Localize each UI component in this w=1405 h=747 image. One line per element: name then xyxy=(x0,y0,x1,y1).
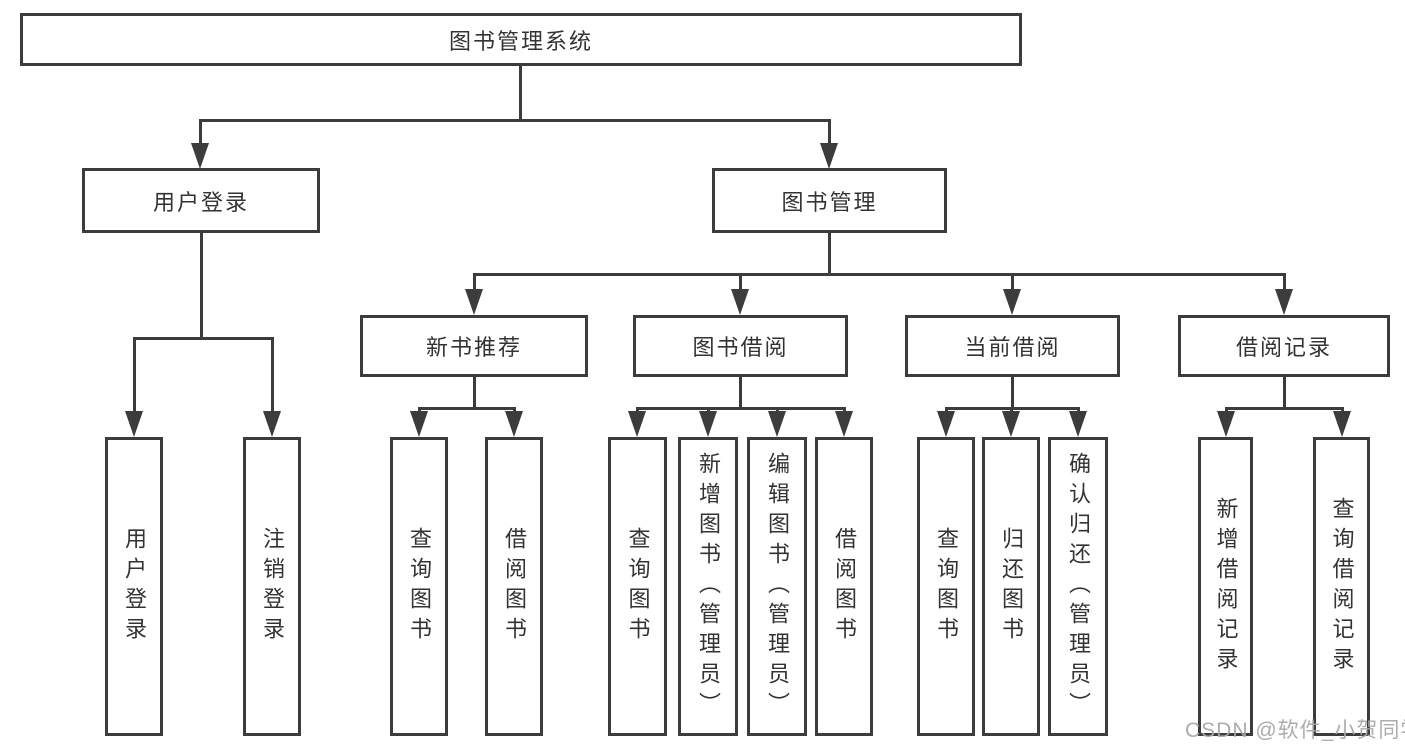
node-borrowing-records: 借阅记录 xyxy=(1178,315,1390,377)
arrowhead-icon xyxy=(835,411,853,437)
arrowhead-icon xyxy=(699,411,717,437)
arrowhead-icon xyxy=(1003,289,1021,315)
leaf-return-books: 归还图书 xyxy=(982,437,1040,736)
leaf-query-books: 查询图书 xyxy=(608,437,667,736)
node-label: 确认归还（管理员） xyxy=(1066,451,1091,722)
node-new-book-recommendation: 新书推荐 xyxy=(360,315,588,377)
node-label: 编辑图书（管理员） xyxy=(765,451,790,722)
arrowhead-icon xyxy=(1217,411,1235,437)
connector-line xyxy=(133,337,274,340)
leaf-query-books: 查询图书 xyxy=(917,437,975,736)
arrowhead-icon xyxy=(628,411,646,437)
leaf-borrow-books: 借阅图书 xyxy=(485,437,543,736)
node-label: 新增借阅记录 xyxy=(1213,496,1239,677)
csdn-watermark: CSDN @软件_小贺同学 xyxy=(1185,719,1405,742)
arrowhead-icon xyxy=(731,289,749,315)
connector-line xyxy=(1283,273,1286,291)
leaf-add-book-admin: 新增图书（管理员） xyxy=(678,437,738,736)
arrowhead-icon xyxy=(125,411,143,437)
arrowhead-icon xyxy=(1002,411,1020,437)
node-book-borrowing: 图书借阅 xyxy=(633,315,848,377)
connector-line xyxy=(1283,377,1286,410)
node-label: 新书推荐 xyxy=(425,335,522,360)
arrowhead-icon xyxy=(937,411,955,437)
connector-line xyxy=(519,66,522,122)
node-label: 查询借阅记录 xyxy=(1329,496,1355,677)
node-user-login: 用户登录 xyxy=(82,168,320,233)
connector-line xyxy=(271,337,274,413)
node-label: 图书管理系统 xyxy=(448,28,593,54)
connector-line xyxy=(473,273,1285,276)
node-label: 借阅图书 xyxy=(832,526,857,647)
node-label: 用户登录 xyxy=(122,526,147,647)
node-label: 注销登录 xyxy=(260,526,285,647)
arrowhead-icon xyxy=(1333,411,1351,437)
leaf-add-borrow-record: 新增借阅记录 xyxy=(1198,437,1253,736)
node-label: 用户登录 xyxy=(152,189,249,215)
connector-line xyxy=(739,377,742,410)
connector-line xyxy=(200,233,203,340)
arrowhead-icon xyxy=(465,289,483,315)
arrowhead-icon xyxy=(410,411,428,437)
node-book-management: 图书管理 xyxy=(712,168,947,233)
leaf-logout: 注销登录 xyxy=(243,437,301,736)
node-label: 借阅记录 xyxy=(1235,335,1332,360)
connector-line xyxy=(199,119,202,145)
node-label: 图书管理 xyxy=(781,189,878,215)
arrowhead-icon xyxy=(263,411,281,437)
arrowhead-icon xyxy=(505,411,523,437)
leaf-query-borrow-record: 查询借阅记录 xyxy=(1313,437,1370,736)
leaf-borrow-books: 借阅图书 xyxy=(815,437,873,736)
leaf-user-login: 用户登录 xyxy=(105,437,163,736)
arrowhead-icon xyxy=(1069,411,1087,437)
connector-line xyxy=(636,407,845,410)
node-library-system: 图书管理系统 xyxy=(20,13,1022,66)
leaf-query-books: 查询图书 xyxy=(390,437,448,736)
node-label: 查询图书 xyxy=(934,526,959,647)
node-label: 新增图书（管理员） xyxy=(696,451,721,722)
connector-line xyxy=(133,337,136,413)
connector-line xyxy=(473,377,476,410)
leaf-edit-book-admin: 编辑图书（管理员） xyxy=(747,437,807,736)
arrowhead-icon xyxy=(191,143,209,169)
arrowhead-icon xyxy=(820,143,838,169)
connector-line xyxy=(473,273,476,291)
node-label: 查询图书 xyxy=(625,526,651,647)
connector-line xyxy=(199,119,831,122)
arrowhead-icon xyxy=(1275,289,1293,315)
arrowhead-icon xyxy=(768,411,786,437)
node-label: 图书借阅 xyxy=(692,335,789,360)
node-label: 查询图书 xyxy=(407,526,432,647)
connector-line xyxy=(828,119,831,145)
connector-line xyxy=(828,233,831,276)
node-label: 借阅图书 xyxy=(502,526,527,647)
leaf-confirm-return-admin: 确认归还（管理员） xyxy=(1048,437,1108,736)
connector-line xyxy=(1225,407,1344,410)
connector-line xyxy=(1011,273,1014,291)
connector-line xyxy=(739,273,742,291)
node-current-borrowing: 当前借阅 xyxy=(905,315,1120,377)
connector-line xyxy=(1011,377,1014,410)
node-label: 当前借阅 xyxy=(964,335,1061,360)
connector-line xyxy=(418,407,516,410)
node-label: 归还图书 xyxy=(999,526,1024,647)
